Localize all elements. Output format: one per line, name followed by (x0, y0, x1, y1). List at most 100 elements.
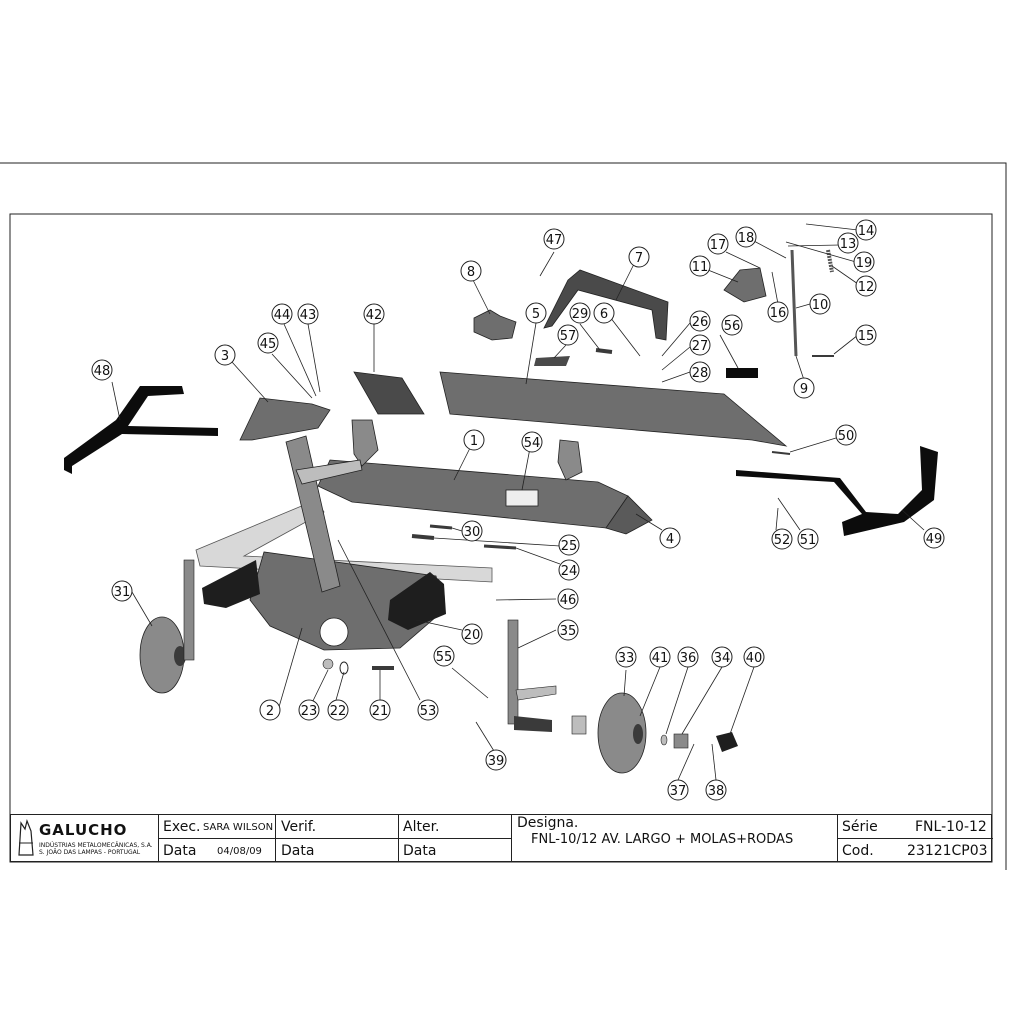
svg-text:22: 22 (330, 704, 347, 719)
part-48-frame (64, 386, 218, 474)
svg-text:51: 51 (800, 533, 817, 548)
part-54-label (505, 489, 539, 507)
svg-text:48: 48 (94, 364, 111, 379)
svg-text:42: 42 (366, 308, 383, 323)
callout-30: 30 (461, 520, 483, 542)
svg-text:8: 8 (467, 265, 475, 280)
axle-sleeve (571, 715, 587, 735)
left-wheel-post (183, 559, 195, 661)
callout-53: 53 (417, 699, 439, 721)
part-24-pin (483, 544, 517, 550)
part-35-post (507, 619, 519, 725)
callout-47: 47 (543, 228, 565, 250)
designa-label: Designa. (517, 815, 579, 831)
divider (837, 838, 993, 839)
callout-1: 1 (463, 429, 485, 451)
callout-55: 55 (433, 645, 455, 667)
callout-20: 20 (461, 623, 483, 645)
callout-49: 49 (923, 527, 945, 549)
svg-text:2: 2 (266, 704, 274, 719)
part-40-cap (716, 732, 738, 752)
svg-text:43: 43 (300, 308, 317, 323)
svg-text:23: 23 (301, 704, 318, 719)
part-22-washer (339, 661, 349, 675)
part-3-cover (239, 397, 331, 441)
callout-22: 22 (327, 699, 349, 721)
callout-13: 13 (837, 232, 859, 254)
callout-2: 2 (259, 699, 281, 721)
callout-7: 7 (628, 246, 650, 268)
divider (511, 815, 512, 861)
callout-28: 28 (689, 361, 711, 383)
part-20-block-right (388, 572, 446, 630)
part-11-bracket (723, 267, 767, 303)
svg-text:25: 25 (561, 539, 578, 554)
svg-text:54: 54 (524, 436, 541, 451)
verif-label: Verif. (281, 819, 317, 835)
callout-36: 36 (677, 646, 699, 668)
callout-14: 14 (855, 219, 877, 241)
callout-24: 24 (558, 559, 580, 581)
callout-3: 3 (214, 344, 236, 366)
verif-data-label: Data (281, 843, 315, 859)
svg-text:38: 38 (708, 784, 725, 799)
part-42-plate (353, 371, 425, 415)
svg-text:14: 14 (858, 224, 875, 239)
callout-46: 46 (557, 588, 579, 610)
svg-text:37: 37 (670, 784, 687, 799)
callout-52: 52 (771, 528, 793, 550)
part-2-hole (319, 617, 349, 647)
svg-text:50: 50 (838, 429, 855, 444)
company-line2: S. JOÃO DAS LAMPAS - PORTUGAL (39, 849, 141, 856)
svg-text:20: 20 (464, 628, 481, 643)
part-4-endcap (605, 495, 653, 535)
callout-19: 19 (853, 251, 875, 273)
part-50-bolt (771, 451, 791, 455)
part-41-hub (633, 724, 643, 744)
data-value: 04/08/09 (217, 846, 262, 857)
callout-23: 23 (298, 699, 320, 721)
svg-text:41: 41 (652, 651, 669, 666)
serie-label: Série (842, 819, 878, 835)
callout-18: 18 (735, 226, 757, 248)
svg-text:10: 10 (812, 298, 829, 313)
callout-56: 56 (721, 314, 743, 336)
company-logo: GALUCHO INDÚSTRIAS METALOMECÂNICAS, S.A.… (13, 817, 159, 861)
svg-text:15: 15 (858, 329, 875, 344)
serie-value: FNL-10-12 (915, 819, 987, 835)
callout-35: 35 (557, 619, 579, 641)
svg-text:13: 13 (840, 237, 857, 252)
svg-text:31: 31 (114, 585, 131, 600)
part-10-rod (790, 249, 798, 357)
part-49-frame (736, 446, 938, 536)
callout-50: 50 (835, 424, 857, 446)
svg-text:33: 33 (618, 651, 635, 666)
svg-text:45: 45 (260, 337, 277, 352)
callout-37: 37 (667, 779, 689, 801)
exec-label: Exec. (163, 819, 201, 835)
svg-text:39: 39 (488, 754, 505, 769)
svg-text:34: 34 (714, 651, 731, 666)
callout-42: 42 (363, 303, 385, 325)
svg-text:24: 24 (561, 564, 578, 579)
part-7-arm (543, 269, 669, 341)
part-callouts: 1 2 3 4 5 6 7 8 9 10 11 12 13 14 15 16 1… (91, 219, 945, 801)
callout-11: 11 (689, 255, 711, 277)
svg-text:12: 12 (858, 280, 875, 295)
part-33-wheel (597, 692, 647, 774)
svg-text:3: 3 (221, 349, 229, 364)
cod-label: Cod. (842, 843, 874, 859)
part-20-block-left (202, 560, 260, 608)
callout-8: 8 (460, 260, 482, 282)
divider (158, 838, 511, 839)
part-57-plate (534, 356, 570, 366)
svg-text:29: 29 (572, 307, 589, 322)
callout-21: 21 (369, 699, 391, 721)
callout-40: 40 (743, 646, 765, 668)
svg-text:27: 27 (692, 339, 709, 354)
svg-text:57: 57 (560, 329, 577, 344)
svg-text:18: 18 (738, 231, 755, 246)
callout-12: 12 (855, 275, 877, 297)
part-29-pin (595, 348, 613, 354)
part-56-plate (726, 368, 758, 378)
